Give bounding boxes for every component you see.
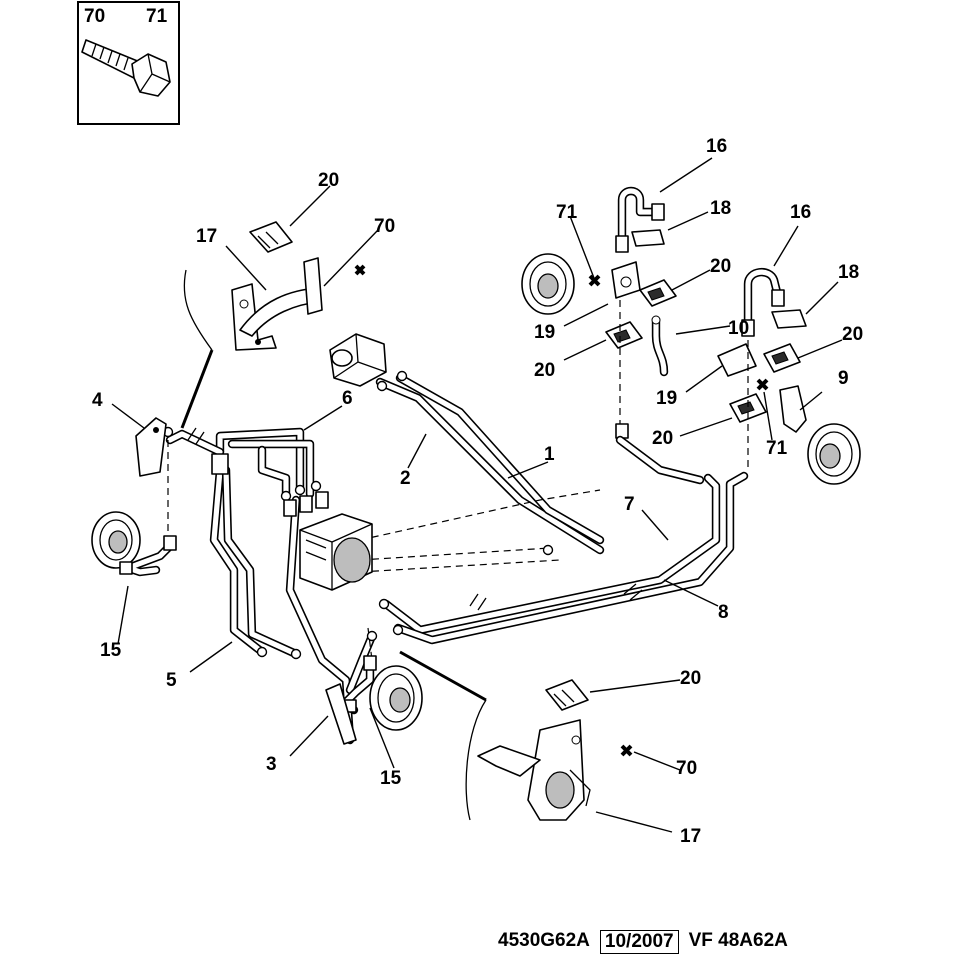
callout-7: 7 — [624, 494, 635, 515]
callout-17a: 17 — [196, 226, 217, 247]
callout-3: 3 — [266, 754, 277, 775]
callout-70b: 70 — [676, 758, 697, 779]
marker-x-icon — [620, 744, 633, 757]
callout-18a: 18 — [710, 198, 731, 219]
callout-16a: 16 — [706, 136, 727, 157]
diagram-footer: 4530G62A 10/2007 VF 48A62A — [498, 930, 788, 954]
front-right-brake — [325, 655, 423, 745]
bolt-icon — [81, 39, 171, 97]
callout-10: 10 — [728, 318, 749, 339]
callout-20c: 20 — [534, 360, 555, 381]
callout-71b: 71 — [766, 438, 788, 459]
fastener-inset: 70 71 — [77, 1, 180, 125]
callout-19b: 19 — [656, 388, 677, 409]
callout-20b: 20 — [710, 256, 731, 277]
callout-71a: 71 — [556, 202, 578, 223]
callout-2: 2 — [400, 468, 411, 489]
callout-9: 9 — [838, 368, 849, 389]
callout-15b: 15 — [380, 768, 402, 789]
bracket-icon — [231, 257, 323, 351]
bracket-icon — [135, 417, 167, 477]
clip-icon — [249, 221, 293, 253]
marker-x-icon — [354, 264, 366, 276]
callout-17b: 17 — [680, 826, 701, 847]
marker-x-icon — [756, 378, 769, 391]
marker-x-icon — [588, 274, 601, 287]
callout-19a: 19 — [534, 322, 555, 343]
abs-unit-icon — [283, 491, 373, 591]
callout-15a: 15 — [100, 640, 122, 661]
callout-labels: 1 2 3 4 5 6 7 8 9 10 15 15 16 16 17 17 1… — [92, 136, 863, 847]
brake-disc-icon — [91, 511, 141, 569]
revision-date: 10/2007 — [599, 930, 679, 954]
callout-16b: 16 — [790, 202, 811, 223]
inset-label-70: 70 — [84, 6, 105, 27]
bracket-icon — [477, 719, 591, 821]
callout-1: 1 — [544, 444, 555, 465]
master-cylinder — [329, 333, 387, 387]
callout-70a: 70 — [374, 216, 395, 237]
brake-disc-icon — [521, 253, 575, 315]
callout-20f: 20 — [680, 668, 701, 689]
brake-disc-icon — [807, 423, 861, 485]
callout-4: 4 — [92, 390, 103, 411]
vehicle-code: VF 48A62A — [688, 930, 788, 951]
rear-right-assembly — [521, 186, 861, 485]
detail-circle-left — [180, 221, 366, 429]
callout-20e: 20 — [652, 428, 673, 449]
callout-6: 6 — [342, 388, 353, 409]
callout-5: 5 — [166, 670, 177, 691]
brake-disc-icon — [369, 665, 423, 731]
reference-code: 4530G62A — [498, 930, 590, 951]
leader-lines — [111, 157, 843, 833]
callout-20d: 20 — [842, 324, 863, 345]
inset-label-71: 71 — [146, 6, 168, 27]
detail-circle-right — [399, 650, 633, 821]
brake-lines — [162, 370, 749, 745]
callout-18b: 18 — [838, 262, 859, 283]
callout-8: 8 — [718, 602, 729, 623]
front-left-brake — [91, 511, 177, 577]
clip-icon — [545, 679, 589, 711]
callout-20a: 20 — [318, 170, 339, 191]
